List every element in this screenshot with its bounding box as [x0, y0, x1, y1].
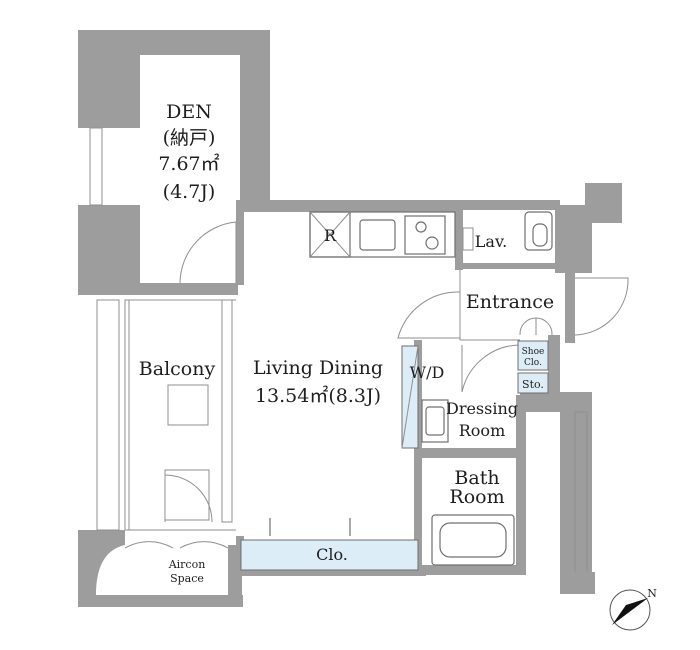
balcony-rail-inner [124, 299, 130, 531]
lavatory-name: Lav. [475, 232, 507, 251]
wall-ld-top [236, 200, 458, 212]
wall-bath-bottom [414, 565, 524, 575]
balcony-drain [167, 384, 209, 426]
wall-dressing-bottom [414, 448, 524, 458]
kitchen-sink [359, 219, 396, 251]
refrigerator-label: R [324, 226, 337, 245]
lav-basin [462, 227, 474, 251]
compass: N [609, 587, 657, 631]
wall-closet-bottom [236, 568, 426, 576]
wall-south [78, 595, 243, 607]
ld-window [221, 299, 233, 523]
fixtures [164, 211, 553, 566]
wash-basin [421, 399, 449, 443]
aircon-line2: Space [170, 572, 204, 585]
living-dining-name: Living Dining [253, 357, 383, 379]
dressing-door [461, 344, 521, 393]
wall-lav-left [455, 200, 463, 270]
wall-den-ld-divider [236, 200, 244, 285]
den-tatami: (4.7J) [163, 181, 216, 203]
den-door [179, 221, 237, 284]
den-area: 7.67㎡ [158, 152, 219, 175]
balcony-name: Balcony [139, 358, 216, 380]
shoe-closet-area [517, 340, 549, 371]
dressing-line2: Room [459, 421, 505, 440]
cooktop [404, 215, 446, 255]
compass-circle [609, 589, 651, 631]
walls [78, 30, 622, 607]
wall-entrance-right [565, 268, 575, 343]
den-subname: (納戸) [163, 127, 216, 149]
storage-name: Sto. [522, 378, 544, 391]
den-name: DEN [166, 101, 212, 123]
compass-north-label: N [647, 587, 657, 600]
door-swings [124, 221, 629, 549]
wall-se [560, 572, 595, 594]
storage-areas [240, 340, 549, 571]
room-labels: DEN (納戸) 7.67㎡ (4.7J) Living Dining 13.5… [139, 101, 554, 585]
toilet [524, 211, 553, 251]
wd-name: W/D [410, 363, 445, 382]
shoe-closet-line1: Shoe [522, 347, 545, 357]
balcony-door [164, 474, 213, 523]
living-dining-area: 13.54㎡(8.3J) [255, 384, 381, 407]
wall-shoe [548, 335, 560, 395]
cooktop-burner [425, 236, 439, 250]
aircon-line1: Aircon [168, 558, 206, 571]
wall-sw-corner [78, 530, 125, 605]
outdoor-unit [164, 469, 210, 521]
den-window [89, 127, 103, 206]
closet-area [240, 539, 419, 571]
wall-lav-bottom [455, 263, 565, 269]
closet-name: Clo. [316, 545, 348, 564]
front-door [574, 277, 629, 336]
shoe-closet-line2: Clo. [524, 358, 542, 368]
wall-bath-right [516, 395, 526, 575]
dressing-line1: Dressing [446, 399, 518, 418]
bath-line1: Bath [454, 467, 499, 489]
cooktop-burner [415, 221, 427, 233]
storage-area [517, 372, 549, 394]
bathtub [431, 514, 515, 566]
refrigerator-space [309, 211, 351, 258]
entrance-name: Entrance [466, 291, 554, 313]
balcony-rail-outer [96, 299, 120, 531]
wall-den-right [240, 30, 270, 205]
compass-needle-icon [612, 598, 648, 625]
bath-line2: Room [449, 486, 504, 508]
wall-ne-block [555, 205, 592, 273]
wall-aircon-right [228, 545, 242, 607]
wall-den-bottom [78, 283, 238, 295]
entrance-inner-door [397, 291, 461, 339]
wall-den-lower-left [78, 205, 140, 295]
wall-den-upper-left [78, 30, 140, 128]
wall-lav-top [455, 200, 560, 210]
